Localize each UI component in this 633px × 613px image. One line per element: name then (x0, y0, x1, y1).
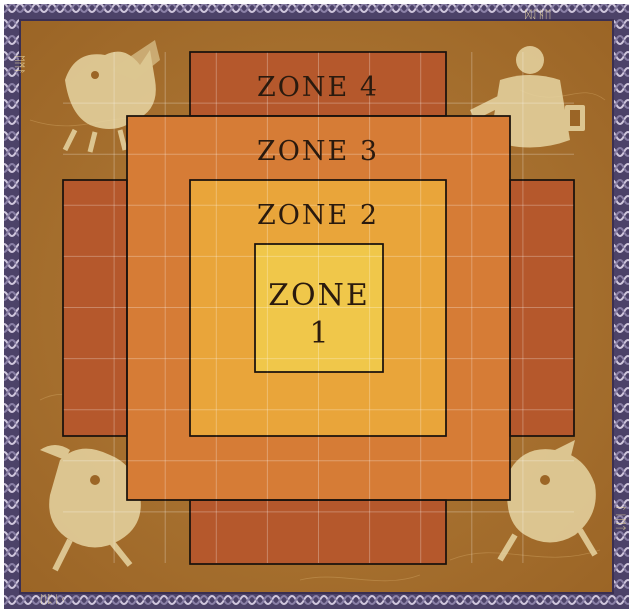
zone-1-number: 1 (309, 316, 328, 351)
zone-3-label: ZONE 3 (257, 136, 379, 167)
rune-inscription-left: ᛖᛗᚨ (13, 55, 26, 75)
rune-inscription-bottom-left: ᛖᛈᛁᚲ (40, 593, 66, 606)
rune-inscription-right: ᛚᛁᛖᛏ (614, 505, 627, 531)
zone-2-label: ZONE 2 (257, 200, 379, 231)
zone-4-label: ZONE 4 (257, 72, 379, 103)
rune-inscription-top-right: ᛞᛇᚺᛖ (525, 8, 551, 21)
zone-1-label: ZONE (268, 278, 370, 313)
